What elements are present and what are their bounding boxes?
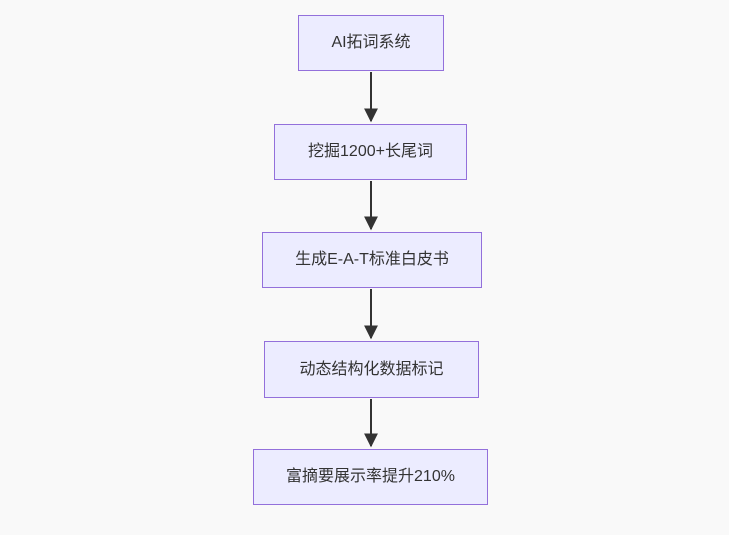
flow-node-label: 富摘要展示率提升210% [286, 468, 455, 486]
flow-node-rich-snippet-result: 富摘要展示率提升210% [253, 449, 488, 505]
flow-node-label: 生成E-A-T标准白皮书 [295, 251, 449, 269]
flow-node-label: 挖掘1200+长尾词 [308, 143, 433, 161]
flow-node-label: AI拓词系统 [331, 34, 411, 52]
flow-node-structured-data: 动态结构化数据标记 [264, 341, 479, 398]
flow-node-ai-word-expansion: AI拓词系统 [298, 15, 444, 71]
flow-node-eat-whitepaper: 生成E-A-T标准白皮书 [262, 232, 482, 288]
flow-node-longtail-mining: 挖掘1200+长尾词 [274, 124, 467, 180]
flow-node-label: 动态结构化数据标记 [299, 360, 444, 378]
